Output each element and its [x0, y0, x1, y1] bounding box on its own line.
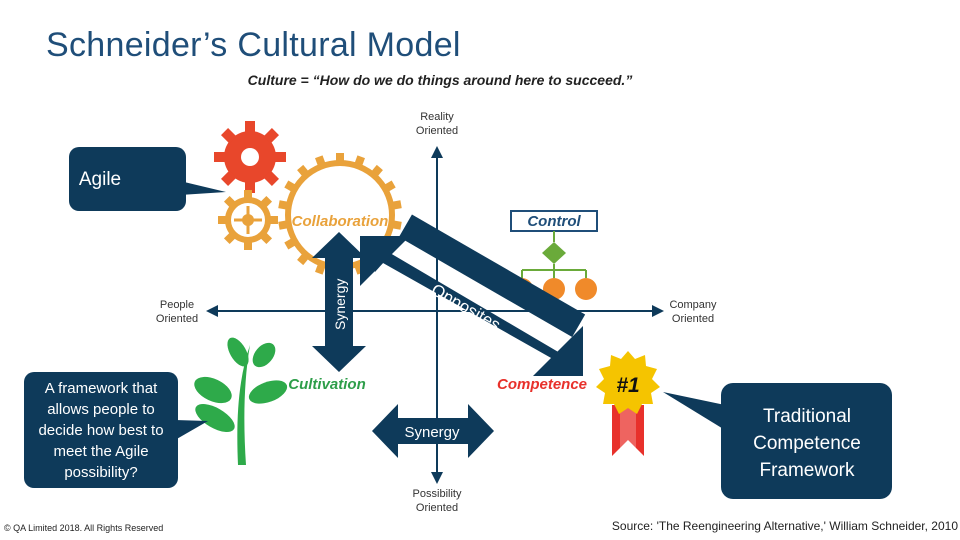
callout-agile — [69, 147, 226, 211]
axis-arrow-down — [431, 472, 443, 484]
callout-agile-text: Agile — [78, 169, 122, 190]
award-number: #1 — [616, 374, 639, 397]
axis-arrow-left — [206, 305, 218, 317]
opposites-arrow: Opposites — [360, 214, 586, 376]
callout-traditional-text: Traditional Competence Framework — [753, 406, 861, 481]
slide-title: Schneider’s Cultural Model — [46, 26, 461, 64]
org-chart-icon: Control — [510, 210, 598, 300]
callout-framework — [24, 372, 208, 488]
slide-subtitle: Culture = “How do we do things around he… — [247, 72, 633, 88]
copyright-footer: © QA Limited 2018. All Rights Reserved — [4, 523, 164, 533]
axis-arrow-right — [652, 305, 664, 317]
synergy-vertical-label: Synergy — [332, 279, 348, 330]
source-footer: Source: 'The Reengineering Alternative,'… — [611, 519, 958, 533]
axis-arrow-up — [431, 146, 443, 158]
quadrant-collaboration: Collaboration — [292, 213, 389, 230]
synergy-horizontal-arrow: Synergy — [372, 404, 494, 458]
quadrant-cultivation: Cultivation — [288, 376, 366, 393]
quadrant-competence: Competence — [497, 376, 587, 393]
callout-framework-text: A framework that allows people to decide… — [38, 380, 164, 481]
quadrant-control: Control — [527, 213, 581, 230]
callout-traditional — [663, 383, 892, 499]
synergy-vertical-arrow: Synergy — [312, 232, 366, 372]
plant-icon — [194, 337, 288, 465]
award-ribbon-icon: #1 — [596, 351, 660, 456]
synergy-horizontal-label: Synergy — [404, 424, 460, 441]
